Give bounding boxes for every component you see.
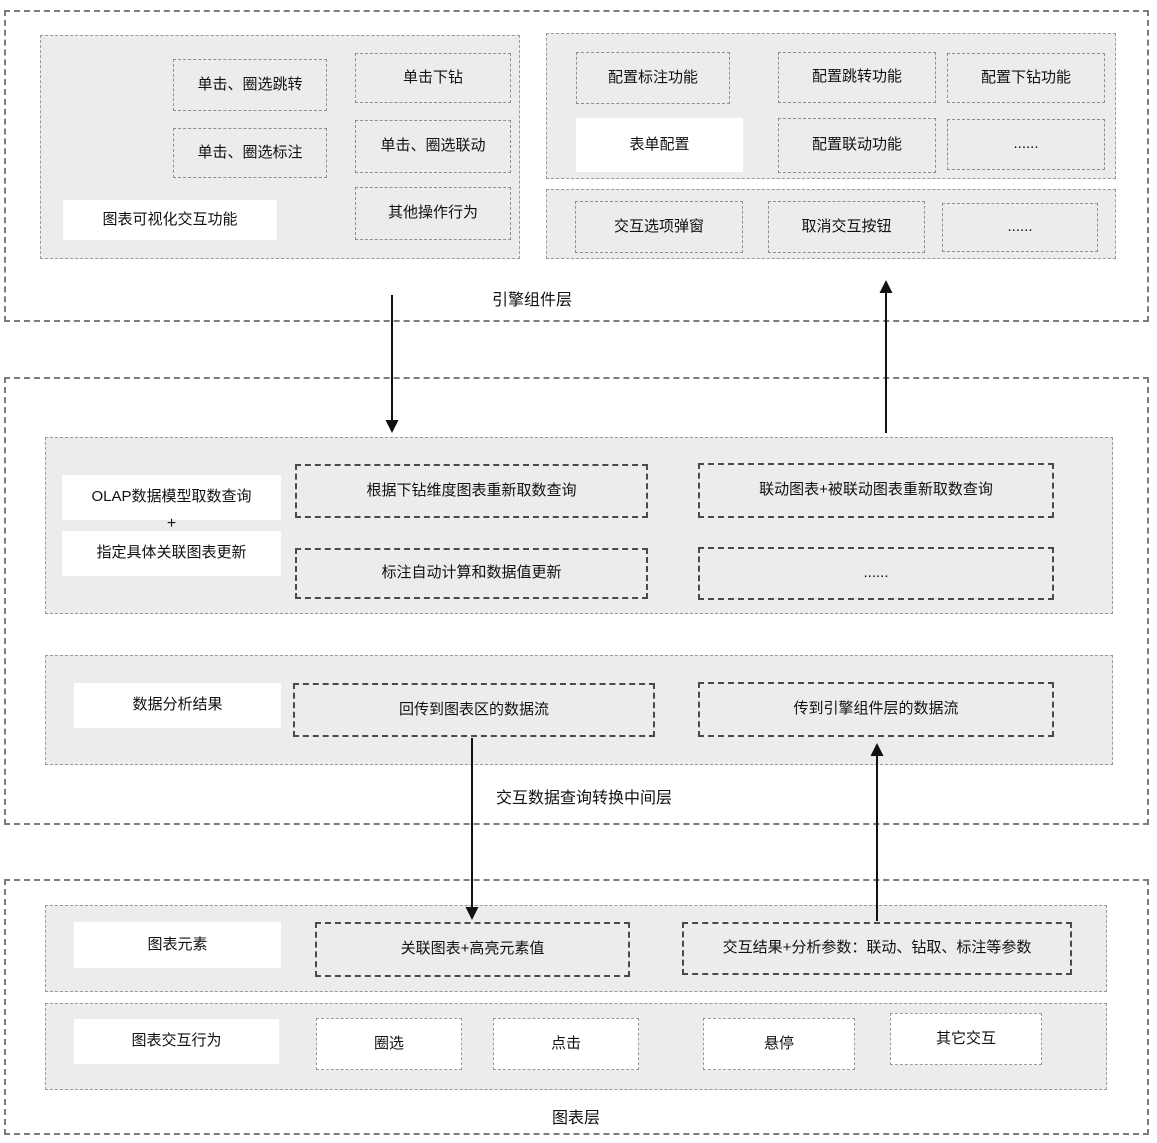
chart-behavior-panel-title: 图表交互行为: [74, 1019, 279, 1064]
box-click-select-annotate: 单击、圈选标注: [173, 128, 327, 178]
chart-element-panel: [45, 905, 1107, 992]
box-config-annotate: 配置标注功能: [576, 52, 730, 104]
box-query-ellipsis: ......: [698, 547, 1054, 600]
chart-layer-label: 图表层: [552, 1110, 601, 1127]
chart-element-panel-title: 图表元素: [74, 922, 281, 968]
query-title-plus: +: [166, 514, 177, 532]
box-other-interaction: 其它交互: [890, 1013, 1042, 1065]
box-cancel-interaction-button: 取消交互按钮: [768, 201, 925, 253]
box-click-select-linkage: 单击、圈选联动: [355, 120, 511, 173]
query-title-line1: OLAP数据模型取数查询: [62, 475, 281, 520]
engine-layer-label: 引擎组件层: [492, 292, 573, 309]
query-title-line2: 指定具体关联图表更新: [62, 531, 281, 576]
box-dataflow-to-engine: 传到引擎组件层的数据流: [698, 682, 1054, 737]
box-linked-chart-highlight: 关联图表+高亮元素值: [315, 922, 630, 977]
query-panel: [45, 437, 1113, 614]
box-dataflow-to-chart: 回传到图表区的数据流: [293, 683, 655, 737]
middle-layer-label: 交互数据查询转换中间层: [496, 790, 673, 807]
box-annotation-auto-calc: 标注自动计算和数据值更新: [295, 548, 648, 599]
box-linkage-requery: 联动图表+被联动图表重新取数查询: [698, 463, 1054, 518]
box-config-linkage: 配置联动功能: [778, 118, 936, 173]
result-panel-title: 数据分析结果: [74, 683, 281, 728]
box-hover: 悬停: [703, 1018, 855, 1070]
box-interaction-popup: 交互选项弹窗: [575, 201, 743, 253]
box-config-ellipsis: ......: [947, 119, 1105, 170]
widget-panel: [546, 189, 1116, 259]
box-click: 点击: [493, 1018, 639, 1070]
box-config-jump: 配置跳转功能: [778, 52, 936, 103]
box-interaction-result-params: 交互结果+分析参数：联动、钻取、标注等参数: [682, 922, 1072, 975]
box-drilldown-requery: 根据下钻维度图表重新取数查询: [295, 464, 648, 518]
box-click-select-jump: 单击、圈选跳转: [173, 59, 327, 111]
visual-interaction-panel-title: 图表可视化交互功能: [63, 200, 277, 240]
form-config-panel-title: 表单配置: [576, 118, 743, 172]
box-other-operations: 其他操作行为: [355, 187, 511, 240]
box-click-drilldown: 单击下钻: [355, 53, 511, 103]
box-widget-ellipsis: ......: [942, 203, 1098, 252]
box-lasso-select: 圈选: [316, 1018, 462, 1070]
box-config-drilldown: 配置下钻功能: [947, 53, 1105, 103]
